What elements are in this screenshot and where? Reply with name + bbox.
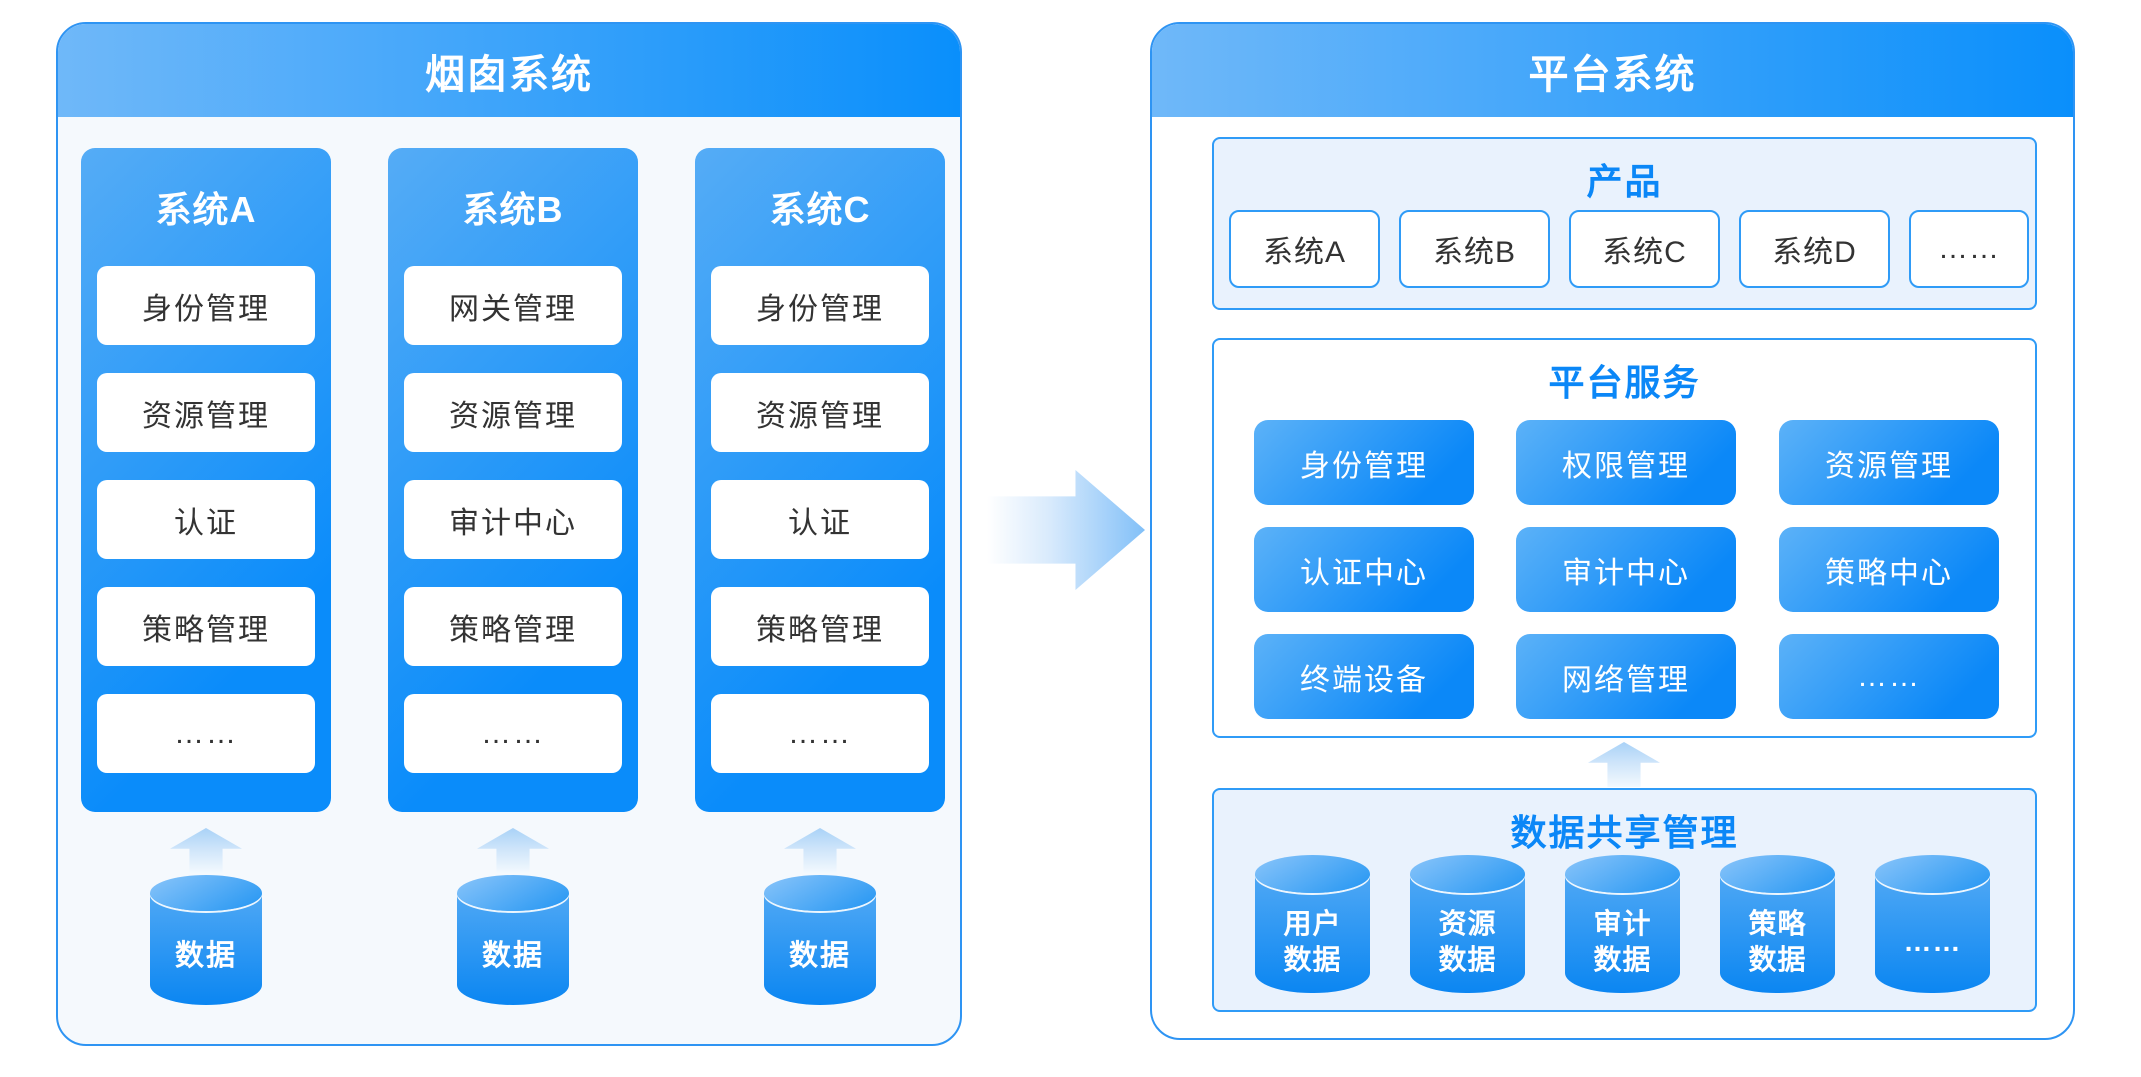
module-card: 认证 [97, 480, 315, 559]
store-label-line: 数据 [1593, 944, 1652, 975]
service-pill: 网络管理 [1516, 634, 1736, 719]
chimney-panel-title: 烟囱系统 [425, 52, 593, 97]
cylinder-body [150, 893, 262, 1005]
cylinder-top [1410, 855, 1525, 893]
system-a-column: 系统A 身份管理 资源管理 认证 策略管理 …… [81, 148, 331, 812]
database-cylinder-icon: 资源 数据 [1410, 855, 1525, 993]
data-sharing-title: 数据共享管理 [1510, 812, 1739, 853]
chimney-panel-header: 烟囱系统 [58, 24, 960, 117]
cylinder-top [1255, 855, 1370, 893]
store-label: 资源 数据 [1410, 891, 1525, 993]
store-label: 审计 数据 [1565, 891, 1680, 993]
database-cylinder-icon: 用户 数据 [1255, 855, 1370, 993]
services-section: 平台服务 身份管理 权限管理 资源管理 认证中心 审计中心 策略中心 终端设备 … [1212, 338, 2037, 738]
database-cylinder-icon: 数据 [764, 875, 876, 1005]
cylinder-top [764, 875, 876, 911]
up-arrow-icon [170, 828, 242, 873]
module-card: 策略管理 [711, 587, 929, 666]
cylinder-top [1565, 855, 1680, 893]
service-pill: 资源管理 [1779, 420, 1999, 505]
products-row: 系统A 系统B 系统C 系统D …… [1229, 210, 2029, 288]
database-cylinder-icon: 数据 [150, 875, 262, 1005]
module-card: 认证 [711, 480, 929, 559]
module-card: 身份管理 [97, 266, 315, 345]
products-section-title: 产品 [1586, 161, 1663, 202]
cylinder-body [764, 893, 876, 1005]
service-pill: 权限管理 [1516, 420, 1736, 505]
service-pill: 认证中心 [1254, 527, 1474, 612]
module-card: 网关管理 [404, 266, 622, 345]
products-section: 产品 系统A 系统B 系统C 系统D …… [1212, 137, 2037, 310]
data-label: 数据 [788, 940, 851, 973]
data-label: 数据 [481, 940, 544, 973]
module-card: 资源管理 [404, 373, 622, 452]
module-card: 身份管理 [711, 266, 929, 345]
database-cylinder-icon: 数据 [457, 875, 569, 1005]
product-box: 系统C [1569, 210, 1720, 288]
system-b-title: 系统B [462, 189, 564, 230]
store-label: 策略 数据 [1720, 891, 1835, 993]
cylinder-body [1875, 874, 1990, 993]
chimney-system-panel: 烟囱系统 系统A 身份管理 资源管理 认证 策略管理 …… 系统B 网关管理 资… [56, 22, 962, 1046]
cylinder-body [1410, 874, 1525, 993]
service-pill: 终端设备 [1254, 634, 1474, 719]
platform-panel-title: 平台系统 [1528, 52, 1697, 97]
service-pill: 策略中心 [1779, 527, 1999, 612]
platform-panel-header: 平台系统 [1152, 24, 2073, 117]
module-card: 资源管理 [97, 373, 315, 452]
product-box: 系统B [1399, 210, 1550, 288]
cylinder-body [1720, 874, 1835, 993]
data-label: 数据 [174, 940, 237, 973]
service-pill: 审计中心 [1516, 527, 1736, 612]
module-card-ellipsis: …… [97, 694, 315, 773]
service-pill: 身份管理 [1254, 420, 1474, 505]
module-card-ellipsis: …… [404, 694, 622, 773]
store-label-line: 数据 [1748, 944, 1807, 975]
cylinder-body [1565, 874, 1680, 993]
right-arrow-icon [987, 470, 1145, 590]
database-cylinder-icon: 策略 数据 [1720, 855, 1835, 993]
module-card-ellipsis: …… [711, 694, 929, 773]
store-label-line: 数据 [1283, 944, 1342, 975]
up-arrow-icon [784, 828, 856, 873]
store-label-line: …… [1903, 925, 1962, 957]
up-arrow-icon [1588, 742, 1660, 787]
cylinder-top [150, 875, 262, 911]
system-c-title: 系统C [769, 189, 871, 230]
store-label: 用户 数据 [1255, 891, 1370, 993]
system-a-title: 系统A [155, 189, 257, 230]
cylinder-top [1875, 855, 1990, 893]
store-label-line: 用户 [1283, 907, 1342, 939]
module-card: 资源管理 [711, 373, 929, 452]
product-box-ellipsis: …… [1909, 210, 2029, 288]
module-card: 策略管理 [404, 587, 622, 666]
store-label-line: 数据 [1438, 944, 1497, 975]
cylinder-body [457, 893, 569, 1005]
cylinder-top [1720, 855, 1835, 893]
store-label-line: 审计 [1593, 907, 1652, 939]
platform-system-panel: 平台系统 产品 系统A 系统B 系统C 系统D …… 平台服务 身份管理 权限管… [1150, 22, 2075, 1040]
services-section-title: 平台服务 [1548, 362, 1701, 403]
store-label-line: 资源 [1438, 907, 1497, 939]
service-pill-ellipsis: …… [1779, 634, 1999, 719]
product-box: 系统D [1739, 210, 1890, 288]
store-label-ellipsis: …… [1875, 891, 1990, 993]
cylinder-top [457, 875, 569, 911]
up-arrow-icon [477, 828, 549, 873]
cylinder-body [1255, 874, 1370, 993]
database-cylinder-icon: 审计 数据 [1565, 855, 1680, 993]
system-c-column: 系统C 身份管理 资源管理 认证 策略管理 …… [695, 148, 945, 812]
data-sharing-section: 数据共享管理 用户 数据 资源 数据 [1212, 788, 2037, 1012]
store-label-line: 策略 [1748, 907, 1807, 939]
module-card: 策略管理 [97, 587, 315, 666]
module-card: 审计中心 [404, 480, 622, 559]
database-cylinder-icon: …… [1875, 855, 1990, 993]
system-b-column: 系统B 网关管理 资源管理 审计中心 策略管理 …… [388, 148, 638, 812]
product-box: 系统A [1229, 210, 1380, 288]
